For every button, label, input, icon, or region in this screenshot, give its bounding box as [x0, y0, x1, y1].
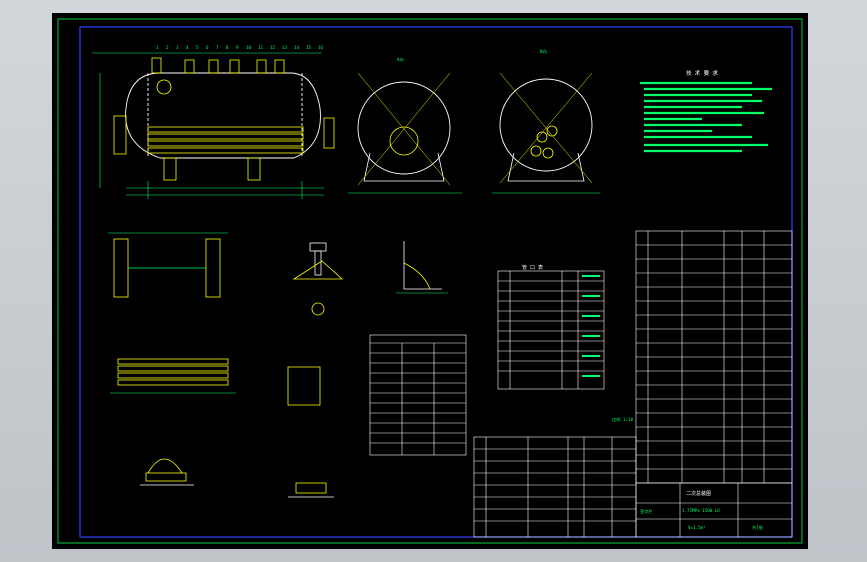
svg-text:14: 14 [294, 45, 300, 50]
end-view-a: A向 [348, 56, 462, 194]
title-block [635, 482, 793, 538]
stamp-label: 签字栏 [640, 508, 653, 515]
tech-notes: 技 术 要 求 [640, 69, 772, 153]
svg-text:11: 11 [258, 45, 264, 50]
design-data-table [369, 334, 467, 456]
sheet-count: 共1张 [752, 524, 764, 531]
svg-text:3: 3 [176, 45, 179, 50]
svg-text:9: 9 [236, 45, 239, 50]
nozzle-table-title: 管 口 表 [522, 264, 543, 271]
svg-text:15: 15 [306, 45, 312, 50]
view-b-label: B向 [540, 48, 547, 54]
svg-text:13: 13 [282, 45, 288, 50]
svg-text:2: 2 [166, 45, 169, 50]
title-name-3: V=1.5m³ [688, 525, 706, 530]
scale-note: 比例 1:10 [612, 416, 633, 423]
svg-text:10: 10 [246, 45, 252, 50]
parts-list-right [635, 230, 793, 484]
outer-border [57, 18, 803, 544]
nozzle-table: 管 口 表 [497, 264, 605, 390]
svg-text:16: 16 [318, 45, 324, 50]
title-name-1: 二次总装图 [686, 490, 711, 497]
detail-saddle-top [108, 232, 228, 298]
inner-border [79, 26, 793, 538]
svg-text:7: 7 [216, 45, 219, 50]
detail-weld [396, 241, 448, 294]
svg-text:6: 6 [206, 45, 209, 50]
end-view-b: B向 [492, 48, 600, 194]
vessel-internal-tubes [113, 57, 335, 181]
view-a-label: A向 [397, 56, 404, 62]
svg-text:12: 12 [270, 45, 276, 50]
parts-list-bottom [473, 436, 637, 538]
vessel-dimensions [92, 52, 324, 199]
svg-text:4: 4 [186, 45, 189, 50]
detail-nozzle [287, 242, 344, 498]
notes-title: 技 术 要 求 [686, 69, 718, 77]
vessel-front-view [125, 72, 321, 159]
title-name-2: 1.75MPa 1500 LD [682, 508, 720, 513]
svg-text:1: 1 [156, 45, 159, 50]
svg-text:5: 5 [196, 45, 199, 50]
detail-tube-bundle [110, 358, 236, 394]
svg-text:8: 8 [226, 45, 229, 50]
detail-support-section [140, 458, 194, 486]
